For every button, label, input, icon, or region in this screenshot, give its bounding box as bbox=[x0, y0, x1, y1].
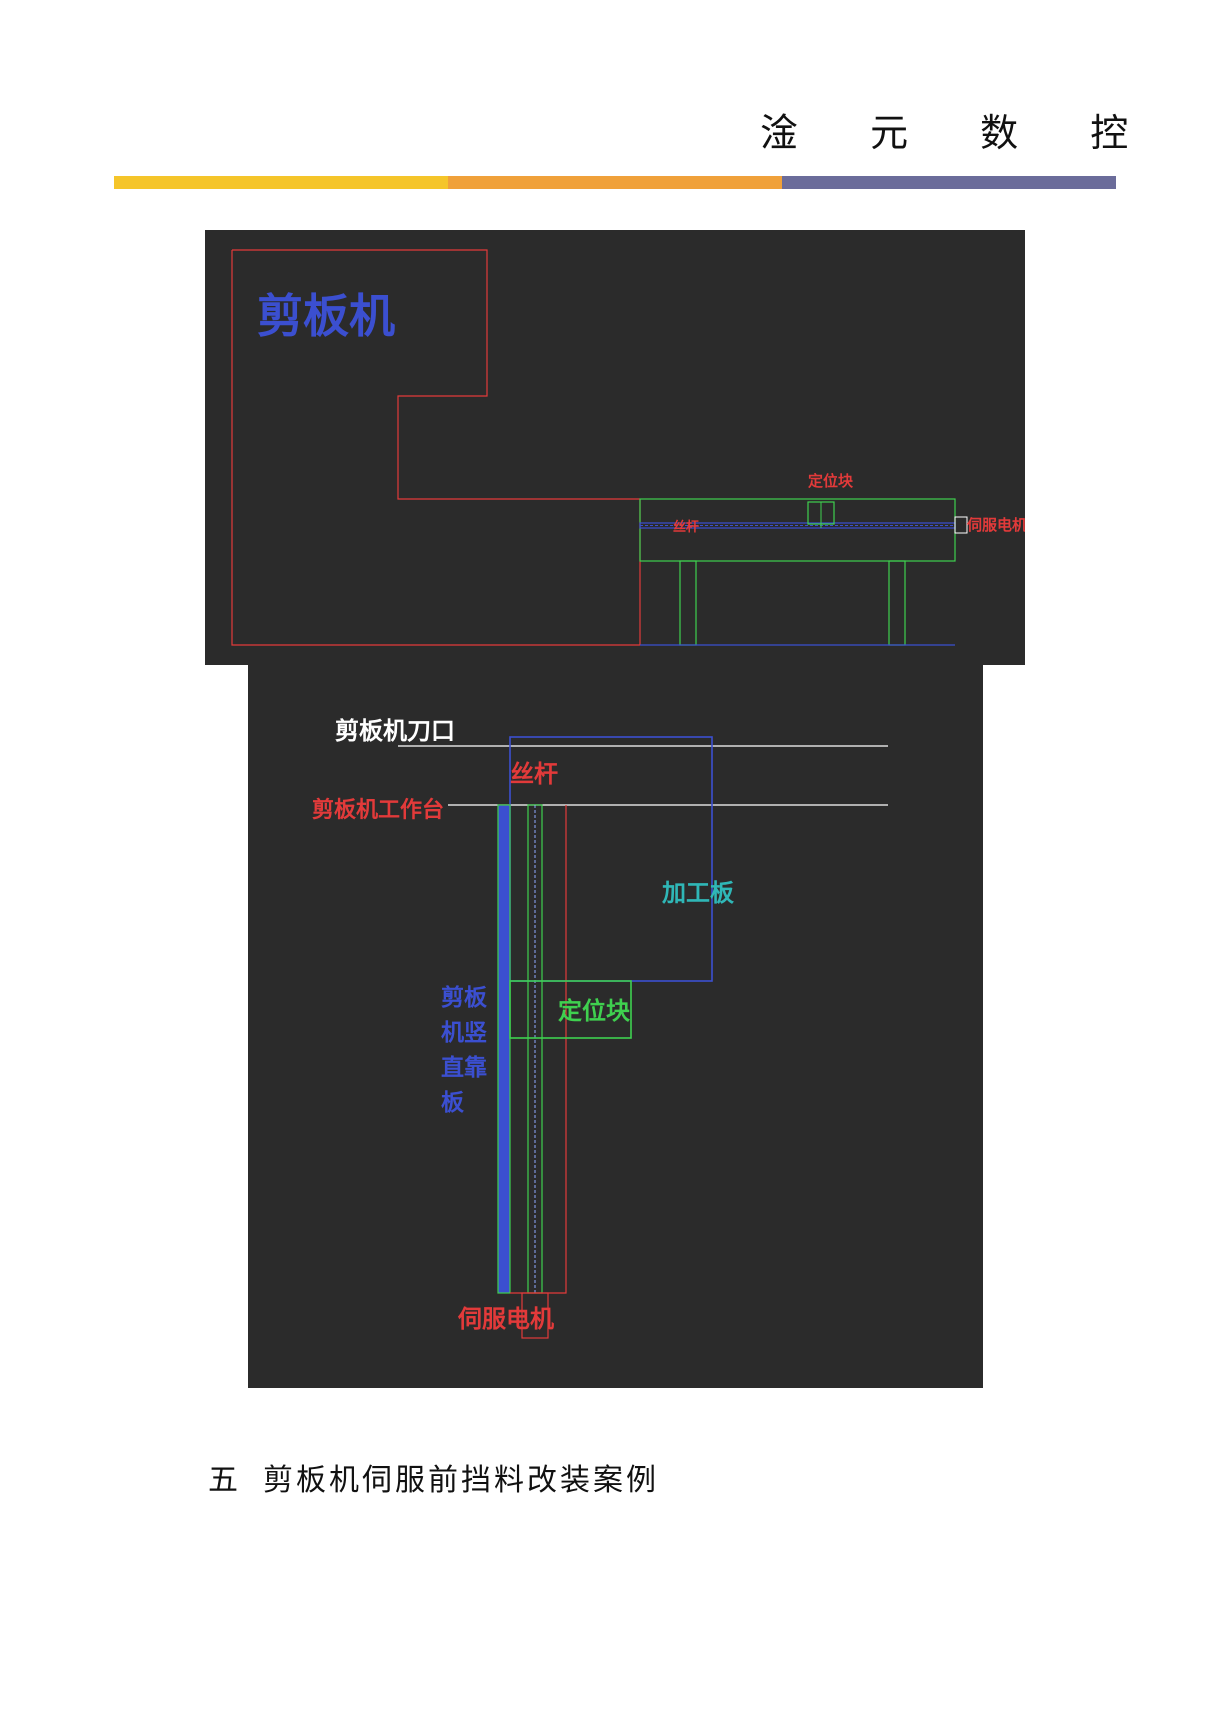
gauge-leg-left bbox=[679, 560, 697, 646]
machine-label: 剪板机 bbox=[257, 289, 395, 343]
lead-screw bbox=[527, 804, 543, 1294]
top-view-diagram: 剪板机刀口 丝杆 剪板机工作台 加工板 定位块 剪板 机竖 直靠 板 伺服电机 bbox=[312, 717, 888, 1339]
locating-block bbox=[509, 980, 632, 1039]
section-heading: 五剪板机伺服前挡料改装案例 bbox=[208, 1455, 659, 1499]
side-plate-label-line: 直靠 bbox=[441, 1054, 487, 1081]
side-view-diagram: 剪板机 定位块 丝杆 伺服电机 bbox=[231, 249, 1025, 646]
worktable-label: 剪板机工作台 bbox=[312, 797, 444, 823]
cad-top-view-panel: 剪板机刀口 丝杆 剪板机工作台 加工板 定位块 剪板 机竖 直靠 板 伺服电机 bbox=[248, 665, 983, 1388]
workpiece-label: 加工板 bbox=[662, 879, 735, 907]
shearing-machine-outline bbox=[232, 249, 640, 500]
servo-motor-label: 伺服电机 bbox=[966, 516, 1025, 534]
servo-motor-label: 伺服电机 bbox=[457, 1305, 554, 1333]
blade-label: 剪板机刀口 bbox=[335, 717, 455, 745]
locating-block-label: 定位块 bbox=[558, 997, 630, 1025]
gauge-leg-right bbox=[888, 560, 906, 646]
side-plate-label: 剪板 机竖 直靠 板 bbox=[441, 984, 488, 1116]
guide-rail bbox=[510, 805, 567, 1294]
side-plate-label-line: 板 bbox=[441, 1090, 465, 1116]
section-number: 五 bbox=[208, 1463, 241, 1498]
cad-side-view-panel: 剪板机 定位块 丝杆 伺服电机 bbox=[205, 230, 1025, 665]
lead-screw-label: 丝杆 bbox=[673, 519, 699, 535]
side-plate-label-line: 剪板 bbox=[441, 984, 488, 1011]
lead-screw-label: 丝杆 bbox=[510, 760, 558, 788]
section-title: 剪板机伺服前挡料改装案例 bbox=[263, 1463, 659, 1498]
header-stripe-purple bbox=[782, 176, 1116, 189]
brand-name: 淦 元 数 控 bbox=[760, 111, 1159, 155]
vertical-side-plate bbox=[497, 804, 511, 1294]
header-stripe-orange bbox=[448, 176, 782, 189]
locating-block-label: 定位块 bbox=[808, 472, 854, 490]
side-plate-label-line: 机竖 bbox=[441, 1020, 487, 1046]
servo-motor bbox=[954, 516, 968, 534]
servo-motor bbox=[521, 1292, 549, 1339]
header-stripe-yellow bbox=[114, 176, 448, 189]
